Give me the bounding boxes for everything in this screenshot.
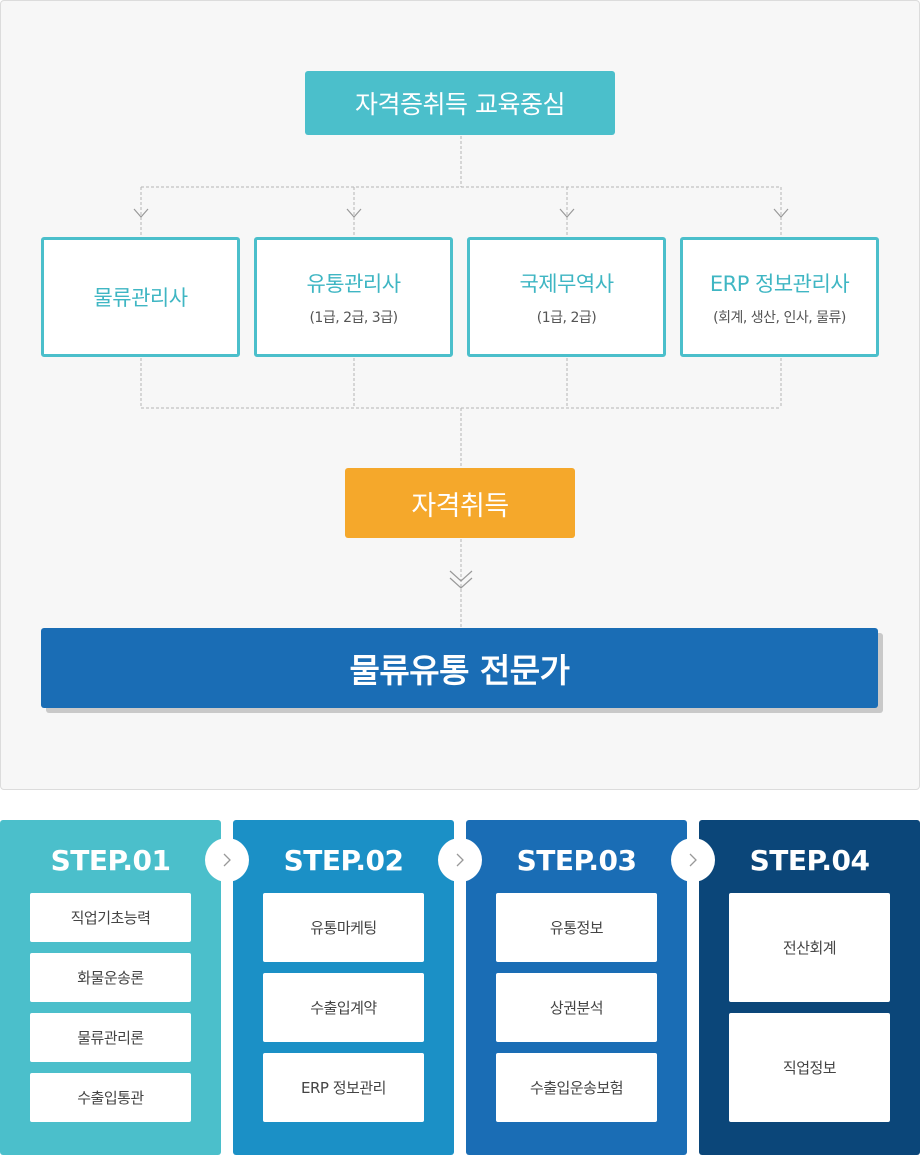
step-card-03: STEP.03 유통정보 상권분석 수출입운송보험	[466, 820, 687, 1155]
expert-box: 물류유통 전문가	[41, 628, 878, 708]
connector-lines	[133, 136, 789, 629]
step-item: 물류관리론	[30, 1013, 191, 1062]
cert-box-erp-manager: ERP 정보관리사 (회계, 생산, 인사, 물류)	[680, 237, 879, 357]
step-arrow	[205, 838, 249, 882]
step-item: 수출입계약	[263, 973, 424, 1042]
step-arrow	[671, 838, 715, 882]
step-title: STEP.02	[283, 844, 404, 877]
chevron-down-icon	[133, 208, 149, 218]
chevron-down-icon	[559, 208, 575, 218]
step-item: 화물운송론	[30, 953, 191, 1002]
cert-box-international-trade: 국제무역사 (1급, 2급)	[467, 237, 666, 357]
chevron-right-icon	[689, 853, 697, 867]
top-box-certification-focus: 자격증취득 교육중심	[305, 71, 615, 135]
step-card-01: STEP.01 직업기초능력 화물운송론 물류관리론 수출입통관	[0, 820, 221, 1155]
step-title: STEP.04	[749, 844, 870, 877]
chevron-down-icon	[773, 208, 789, 218]
chevron-down-icon	[346, 208, 362, 218]
step-card-02: STEP.02 유통마케팅 수출입계약 ERP 정보관리	[233, 820, 454, 1155]
cert-name: 물류관리사	[93, 286, 188, 310]
cert-name: ERP 정보관리사	[709, 271, 850, 296]
step-item: 수출입운송보험	[496, 1053, 657, 1122]
step-item: 상권분석	[496, 973, 657, 1042]
cert-levels: (회계, 생산, 인사, 물류)	[713, 309, 846, 326]
step-card-04: STEP.04 전산회계 직업정보	[699, 820, 920, 1155]
step-item: 유통마케팅	[263, 893, 424, 962]
step-item: 직업정보	[729, 1013, 890, 1122]
double-chevron-down-icon	[449, 570, 473, 582]
cert-name: 국제무역사	[519, 271, 614, 296]
step-arrow	[438, 838, 482, 882]
acquire-certificate-box: 자격취득	[345, 468, 575, 538]
step-item: 전산회계	[729, 893, 890, 1002]
step-item: ERP 정보관리	[263, 1053, 424, 1122]
chevron-right-icon	[456, 853, 464, 867]
step-item: 유통정보	[496, 893, 657, 962]
cert-box-distribution-manager: 유통관리사 (1급, 2급, 3급)	[254, 237, 453, 357]
step-title: STEP.03	[516, 844, 637, 877]
cert-box-logistics-manager: 물류관리사	[41, 237, 240, 357]
cert-levels: (1급, 2급, 3급)	[309, 309, 398, 326]
step-title: STEP.01	[50, 844, 171, 877]
step-item: 직업기초능력	[30, 893, 191, 942]
chevron-right-icon	[223, 853, 231, 867]
cert-name: 유통관리사	[306, 271, 401, 296]
double-chevron-down-icon	[449, 577, 473, 589]
cert-levels: (1급, 2급)	[536, 309, 597, 326]
step-item: 수출입통관	[30, 1073, 191, 1122]
